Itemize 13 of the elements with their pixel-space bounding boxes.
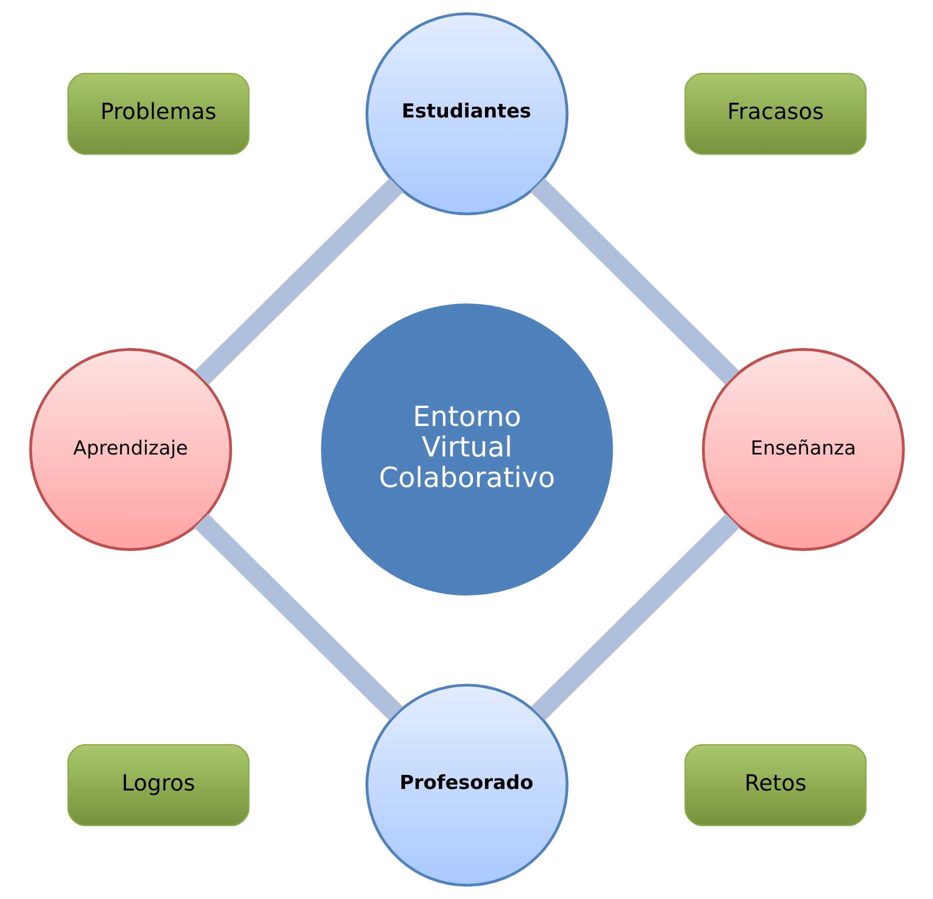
node-circle: Aprendizaje bbox=[28, 348, 232, 551]
connector bbox=[194, 178, 403, 385]
node-box: Retos bbox=[684, 744, 866, 826]
node-box: Problemas bbox=[66, 72, 249, 155]
node-box: Fracasos bbox=[684, 72, 866, 155]
connector bbox=[194, 514, 402, 720]
node-box: Logros bbox=[66, 744, 249, 826]
node-circle: Enseñanza bbox=[701, 348, 904, 551]
node-circle: Estudiantes bbox=[365, 12, 568, 216]
connector bbox=[530, 514, 740, 720]
node-circle: Entorno Virtual Colaborativo bbox=[320, 304, 612, 596]
node-circle: Profesorado bbox=[365, 684, 568, 887]
connector bbox=[530, 178, 739, 385]
